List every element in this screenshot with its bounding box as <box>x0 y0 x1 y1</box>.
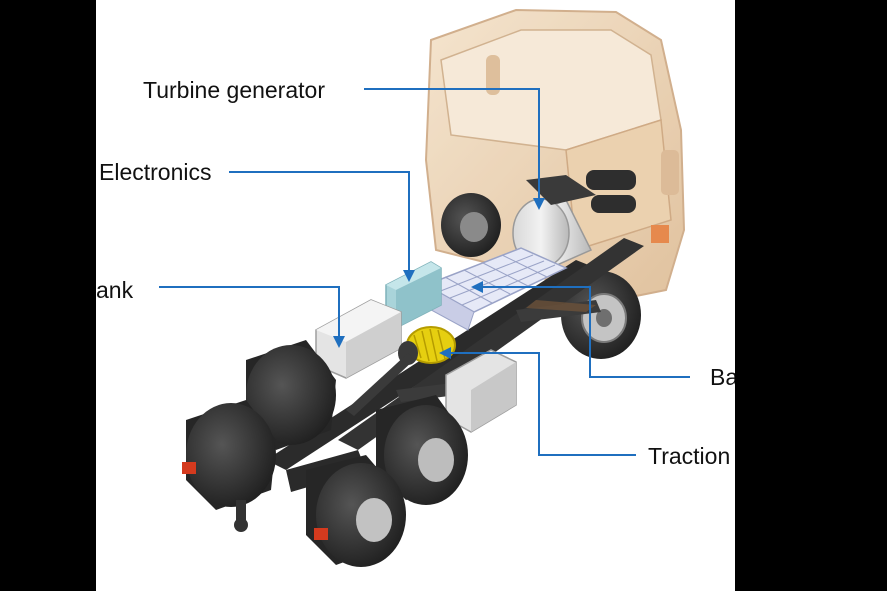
front-wheel-left <box>441 193 501 257</box>
rear-tire-3 <box>376 395 468 505</box>
diagram-panel: Turbine generator Electronics ank Ba Tra… <box>96 0 735 591</box>
rear-tire-1 <box>246 340 336 450</box>
leader-arrowheads <box>333 198 545 359</box>
leader-battery <box>481 286 690 378</box>
tow-hitch <box>234 500 248 532</box>
truck-illustration <box>159 8 690 567</box>
label-battery: Ba <box>710 364 735 390</box>
rear-tire-4 <box>306 455 406 567</box>
leader-electronics <box>229 171 410 272</box>
leader-tank <box>159 286 340 338</box>
side-box-right <box>445 349 517 433</box>
label-turbine-generator: Turbine generator <box>143 77 325 103</box>
rear-tire-2 <box>182 400 276 510</box>
front-wheel-right <box>561 271 641 359</box>
leader-turbine-generator <box>364 88 540 200</box>
chassis-frame <box>266 238 644 492</box>
label-traction: Traction <box>648 443 731 469</box>
leader-traction <box>449 352 636 456</box>
leader-lines <box>159 88 690 456</box>
label-electronics: Electronics <box>99 159 212 185</box>
fuel-tank-box <box>315 299 402 379</box>
label-tank: ank <box>96 277 134 303</box>
